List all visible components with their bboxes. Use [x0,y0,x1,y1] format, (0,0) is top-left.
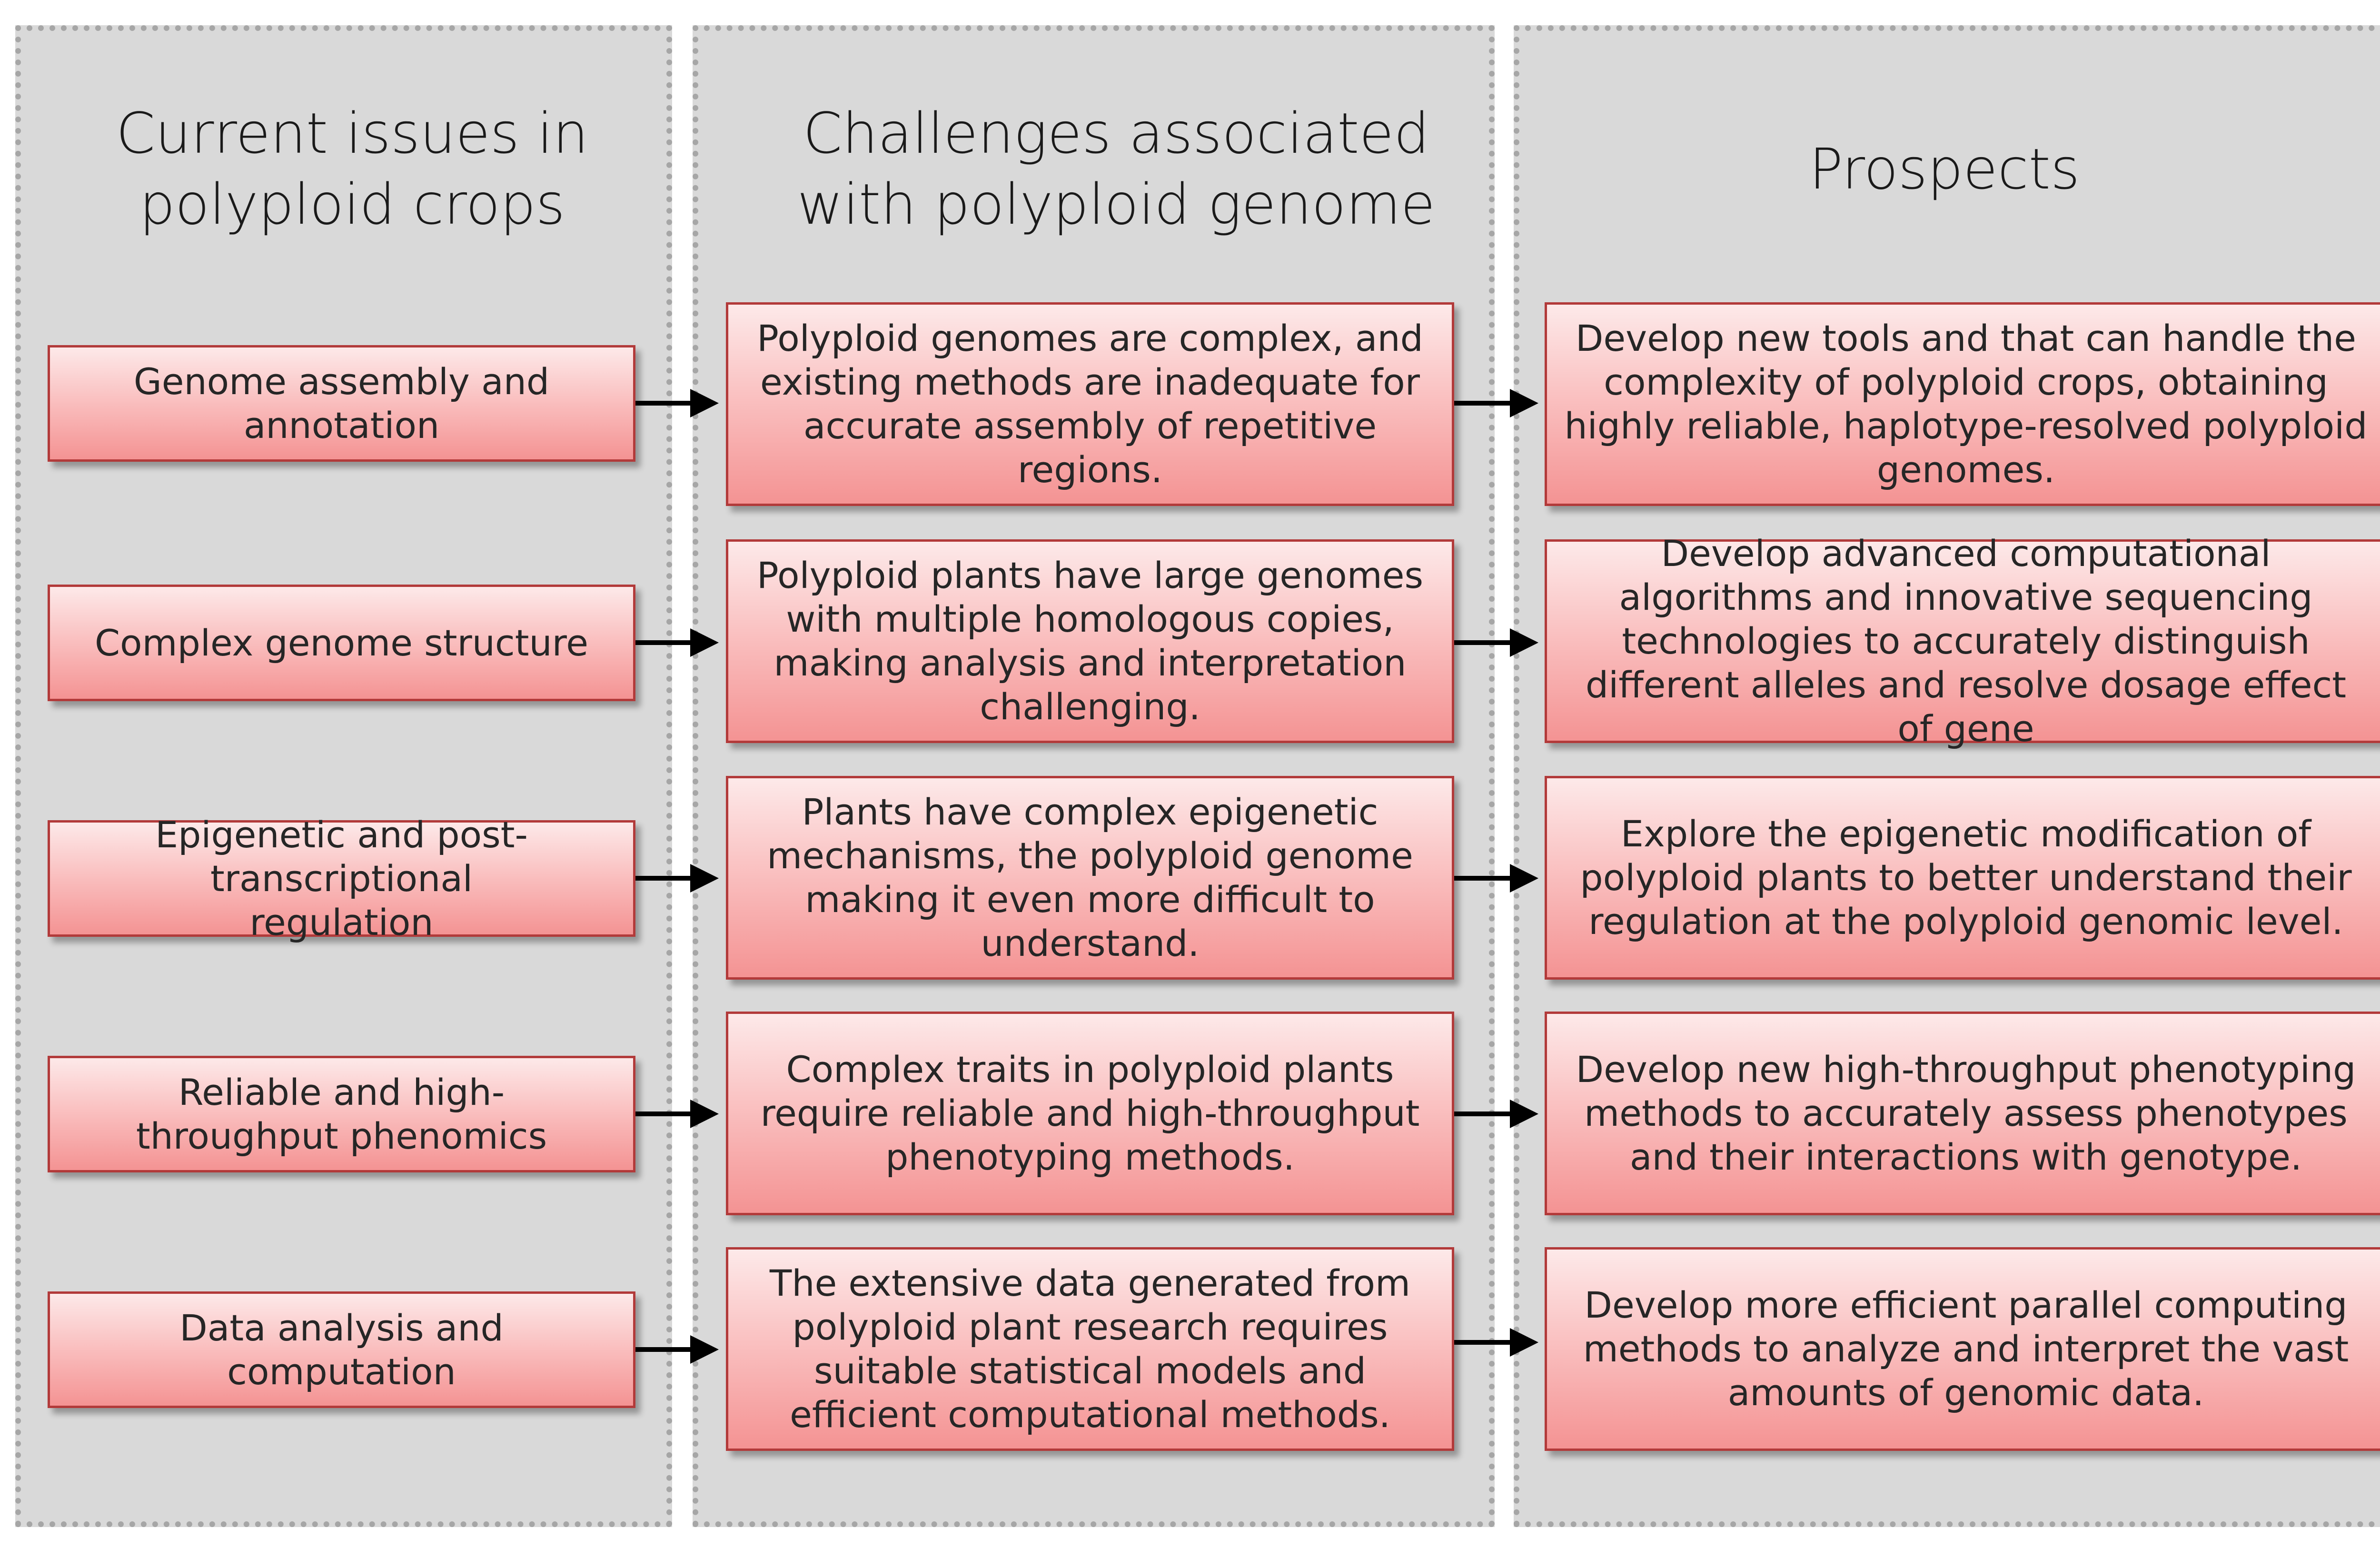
issue-box-complex-genome: Complex genome structure [48,585,635,701]
column-current-issues [15,25,672,1527]
prospect-box-epigenetic: Explore the epigenetic modification of p… [1545,776,2380,980]
issue-box-phenomics: Reliable and high-throughput phenomics [48,1056,635,1172]
title-challenges: Challenges associated with polyploid gen… [797,100,1436,237]
challenge-box-genome-assembly: Polyploid genomes are complex, and exist… [726,302,1454,506]
issue-box-genome-assembly: Genome assembly and annotation [48,345,635,462]
challenge-box-data-analysis: The extensive data generated from polypl… [726,1247,1454,1451]
challenge-box-complex-genome: Polyploid plants have large genomes with… [726,539,1454,743]
title-current-issues: Current issues in polyploid crops [116,100,589,237]
issue-box-epigenetic: Epigenetic and post-transcriptional regu… [48,814,635,943]
challenge-box-phenomics: Complex traits in polyploid plants requi… [726,1012,1454,1215]
challenge-box-epigenetic: Plants have complex epigenetic mechanism… [726,776,1454,980]
prospect-box-data-analysis: Develop more efficient parallel computin… [1545,1247,2380,1451]
issue-box-data-analysis: Data analysis and computation [48,1291,635,1408]
title-prospects: Prospects [1809,136,2080,202]
prospect-box-complex-genome: Develop advanced computational algorithm… [1545,532,2380,750]
prospect-box-genome-assembly: Develop new tools and that can handle th… [1545,302,2380,506]
prospect-box-phenomics: Develop new high-throughput phenotyping … [1545,1012,2380,1215]
